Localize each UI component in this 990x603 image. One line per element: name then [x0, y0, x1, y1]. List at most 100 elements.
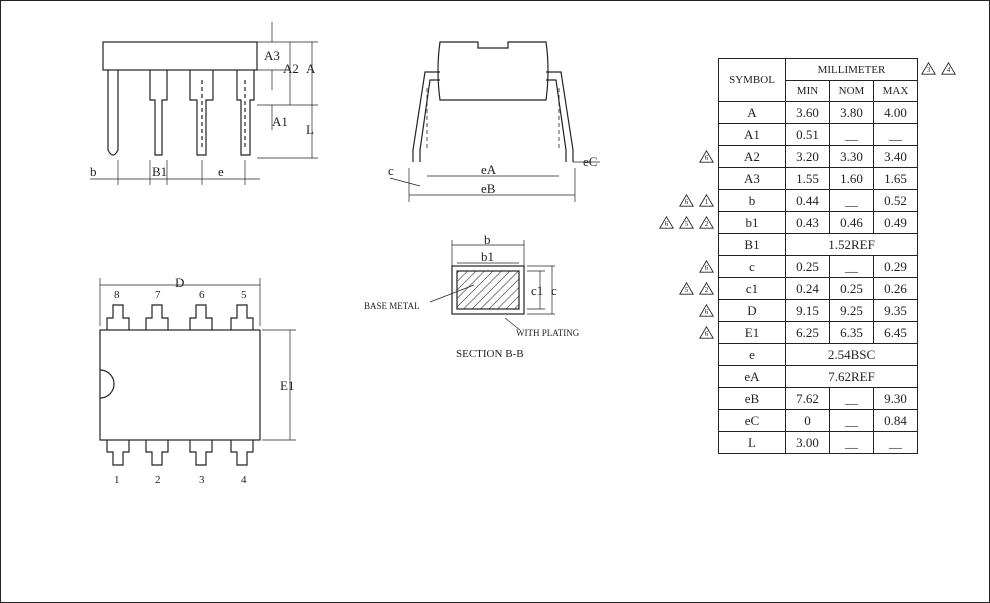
note-number: 2 [704, 219, 709, 228]
cell-max: 0.26 [873, 277, 918, 300]
pin-number-7: 7 [155, 289, 161, 301]
cell-max: 9.35 [873, 299, 918, 322]
end-view [389, 41, 600, 202]
pin1-notch [99, 369, 115, 399]
cell-max: 6.45 [873, 321, 918, 344]
section-title: SECTION B-B [456, 348, 524, 360]
note-triangle-icon: 2 [699, 281, 714, 295]
cell-symbol: A1 [718, 123, 786, 146]
cell-span-value: 7.62REF [785, 365, 918, 388]
note-triangle-icon: 5 [679, 215, 694, 229]
dim-label-a1: A1 [272, 114, 288, 129]
cell-symbol: E1 [718, 321, 786, 344]
dim-label-d: D [175, 275, 184, 290]
header-millimeter: MILLIMETER [785, 58, 918, 81]
cell-min: 3.60 [785, 101, 830, 124]
dim-label-c: c [388, 163, 394, 178]
cell-nom: __ [829, 387, 874, 410]
cell-min: 0.25 [785, 255, 830, 278]
note-number: 6 [704, 329, 709, 338]
row-note-group: 6 5 2 [0, 215, 714, 230]
cell-span-value: 1.52REF [785, 233, 918, 256]
cell-symbol: L [718, 431, 786, 454]
dim-label-a3: A3 [264, 48, 280, 63]
cell-symbol: eA [718, 365, 786, 388]
cell-span-value: 2.54BSC [785, 343, 918, 366]
cell-nom: 6.35 [829, 321, 874, 344]
cell-min: 3.00 [785, 431, 830, 454]
cell-max: 4.00 [873, 101, 918, 124]
end-lead-left [412, 71, 440, 162]
note-triangle-icon: 4 [941, 62, 956, 75]
dim-label-section-c1: c1 [531, 283, 543, 298]
top-view [99, 278, 296, 466]
header-nom: NOM [829, 80, 874, 102]
cell-min: 0.44 [785, 189, 830, 212]
cell-min: 9.15 [785, 299, 830, 322]
package-body-top [99, 329, 261, 441]
note-triangle-icon: 2 [699, 215, 714, 229]
cell-nom: 0.25 [829, 277, 874, 300]
base-metal-area [456, 270, 520, 310]
note-triangle-icon: 5 [679, 281, 694, 295]
cell-nom: 3.80 [829, 101, 874, 124]
side-view-labels: A3 A2 A A1 L b B1 e [90, 48, 316, 179]
section-view [429, 240, 555, 331]
cell-nom: __ [829, 123, 874, 146]
cell-max: 1.65 [873, 167, 918, 190]
dim-label-ec: eC [583, 154, 597, 169]
note-triangle-icon: 1 [699, 193, 714, 207]
dim-label-b1: B1 [152, 164, 167, 179]
dim-label-ea: eA [481, 162, 497, 177]
end-view-labels: c eA eB eC [388, 154, 597, 196]
header-min: MIN [785, 80, 830, 102]
cell-symbol: c1 [718, 277, 786, 300]
row-note-group: 6 [0, 303, 714, 318]
cell-nom: __ [829, 189, 874, 212]
cell-min: 7.62 [785, 387, 830, 410]
cell-nom: __ [829, 431, 874, 454]
lead-4 [236, 70, 255, 156]
cell-max: __ [873, 431, 918, 454]
cell-nom: __ [829, 255, 874, 278]
cell-symbol: e [718, 343, 786, 366]
cell-min: 0 [785, 409, 830, 432]
note-number: 6 [684, 197, 689, 206]
header-max: MAX [873, 80, 918, 102]
dim-label-e: e [218, 164, 224, 179]
cell-max: 0.52 [873, 189, 918, 212]
dim-label-e1: E1 [280, 378, 294, 393]
dim-label-section-b: b [484, 232, 491, 247]
plating-outline [451, 265, 525, 315]
cell-min: 0.24 [785, 277, 830, 300]
cell-nom: __ [829, 409, 874, 432]
dim-label-a: A [306, 61, 316, 76]
dim-label-section-c: c [551, 283, 557, 298]
cell-min: 0.43 [785, 211, 830, 234]
note-number: 6 [664, 219, 669, 228]
cell-symbol: A2 [718, 145, 786, 168]
lead-3 [189, 70, 214, 156]
side-view [90, 22, 318, 185]
cell-symbol: A3 [718, 167, 786, 190]
dim-label-eb: eB [481, 181, 496, 196]
base-metal-label: BASE METAL [364, 301, 420, 311]
cell-max: 0.84 [873, 409, 918, 432]
dim-label-section-b1: b1 [481, 249, 494, 264]
cell-nom: 1.60 [829, 167, 874, 190]
cell-max: 0.49 [873, 211, 918, 234]
dim-label-b: b [90, 164, 97, 179]
with-plating-label: WITH PLATING [516, 328, 580, 338]
note-triangle-icon: 6 [699, 325, 714, 339]
